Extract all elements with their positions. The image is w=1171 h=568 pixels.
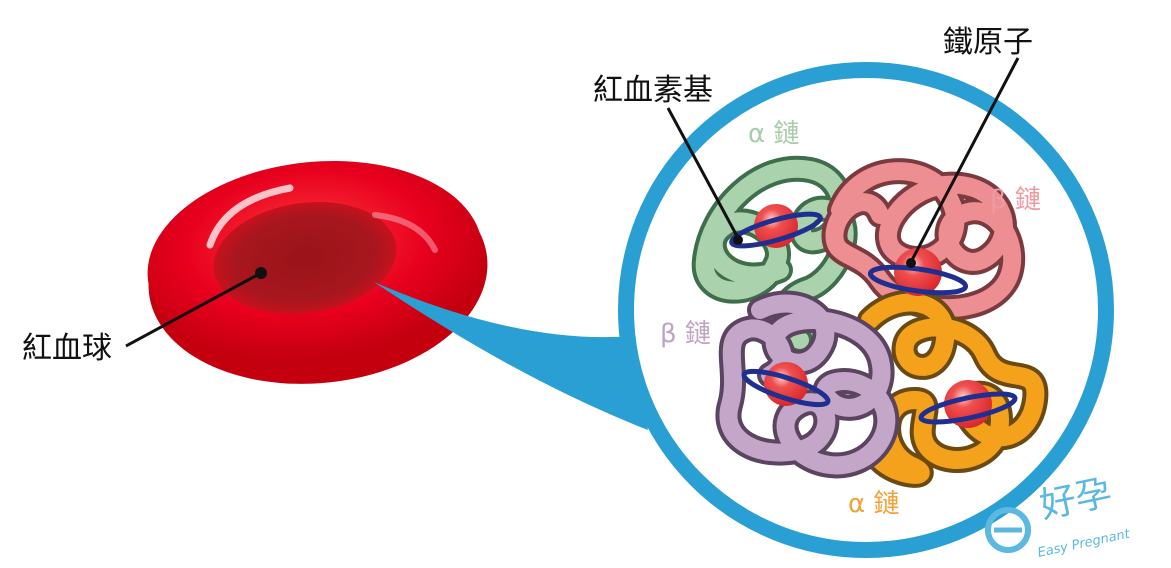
heme-ring (741, 368, 831, 408)
heme-pointer-dot (733, 235, 743, 245)
heme-group-2 (867, 248, 969, 296)
cell-dimple (213, 202, 397, 314)
iron-atom (894, 248, 942, 296)
logo-subtitle: Easy Pregnant (1036, 527, 1132, 561)
label-iron-atom: 鐵原子 (943, 25, 1033, 60)
logo-name: 好孕 (1036, 472, 1115, 527)
magnifier-tail (374, 282, 648, 430)
iron-pointer-dot (906, 258, 916, 268)
rbc-pointer-line (125, 271, 262, 348)
beta-chain-left (715, 290, 900, 479)
label-alpha-chain-top: α 鏈 (748, 119, 799, 149)
heme-group-3 (741, 362, 831, 408)
magnifier-callout (374, 62, 1114, 558)
logo-e-icon (985, 507, 1031, 553)
heme-ring (918, 391, 1018, 425)
heme-groups (729, 204, 1018, 428)
heme-group-4 (918, 380, 1018, 428)
labels: 紅血球 紅血素基 鐵原子 α 鏈 β 鏈 β 鏈 α 鏈 (22, 25, 1041, 519)
label-heme: 紅血素基 (593, 73, 713, 108)
red-blood-cell (125, 161, 488, 384)
cell-highlight (206, 184, 294, 249)
heme-ring (867, 264, 969, 296)
label-red-blood-cell: 紅血球 (22, 331, 112, 366)
iron-pointer-line (910, 57, 1020, 261)
heme-ring (729, 211, 823, 249)
label-beta-chain-left: β 鏈 (660, 319, 711, 349)
heme-pointer-line (666, 107, 740, 239)
label-beta-chain-right: β 鏈 (990, 185, 1041, 215)
beta-chain-right (821, 158, 1026, 322)
label-alpha-chain-bottom: α 鏈 (848, 489, 899, 519)
heme-group-1 (729, 204, 823, 249)
pointers (666, 57, 1020, 268)
